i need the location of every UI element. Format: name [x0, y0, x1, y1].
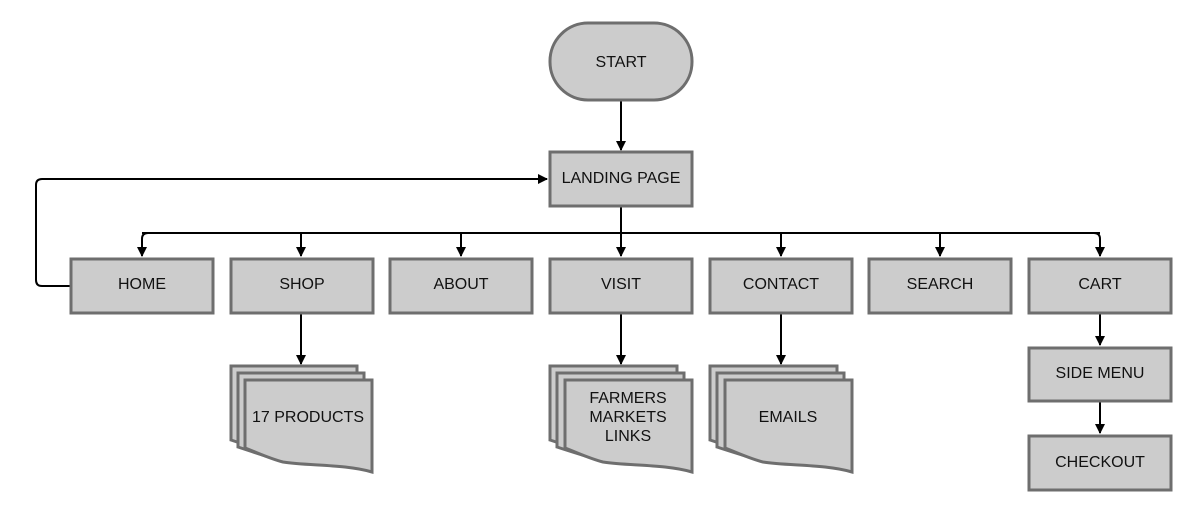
start-node: START — [548, 21, 694, 102]
home-node: HOME — [69, 257, 215, 315]
shop-label: SHOP — [279, 276, 324, 293]
side-menu-label: SIDE MENU — [1056, 365, 1145, 382]
contact-node: CONTACT — [708, 257, 854, 315]
edge-landing-branches — [142, 206, 1100, 234]
emails-label: EMAILS — [759, 409, 818, 426]
edges — [35, 100, 1105, 434]
side-menu-node: SIDE MENU — [1027, 346, 1173, 403]
cart-node: CART — [1027, 257, 1173, 315]
edge-to-cart — [1093, 232, 1105, 257]
home-label: HOME — [118, 276, 166, 293]
checkout-label: CHECKOUT — [1055, 454, 1145, 471]
search-label: SEARCH — [907, 276, 974, 293]
about-label: ABOUT — [433, 276, 488, 293]
products-label: 17 PRODUCTS — [252, 409, 364, 426]
farmers-label-line2: MARKETS — [589, 409, 666, 426]
contact-label: CONTACT — [743, 276, 819, 293]
edge-home-loop-back — [35, 174, 548, 287]
emails-multidoc-node: EMAILS — [708, 364, 854, 475]
products-multidoc-node: 17 PRODUCTS — [229, 364, 374, 475]
visit-label: VISIT — [601, 276, 641, 293]
farmers-multidoc-node: FARMERS MARKETS LINKS — [548, 364, 694, 475]
checkout-node: CHECKOUT — [1027, 434, 1173, 492]
edge-to-home — [137, 232, 149, 257]
about-node: ABOUT — [388, 257, 534, 315]
search-node: SEARCH — [867, 257, 1013, 315]
landing-page-label: LANDING PAGE — [562, 170, 681, 187]
farmers-label-line3: LINKS — [605, 428, 651, 445]
cart-label: CART — [1078, 276, 1121, 293]
start-label: START — [596, 54, 647, 71]
landing-page-node: LANDING PAGE — [548, 150, 694, 208]
visit-node: VISIT — [548, 257, 694, 315]
farmers-label-line1: FARMERS — [589, 390, 666, 407]
shop-node: SHOP — [229, 257, 375, 315]
